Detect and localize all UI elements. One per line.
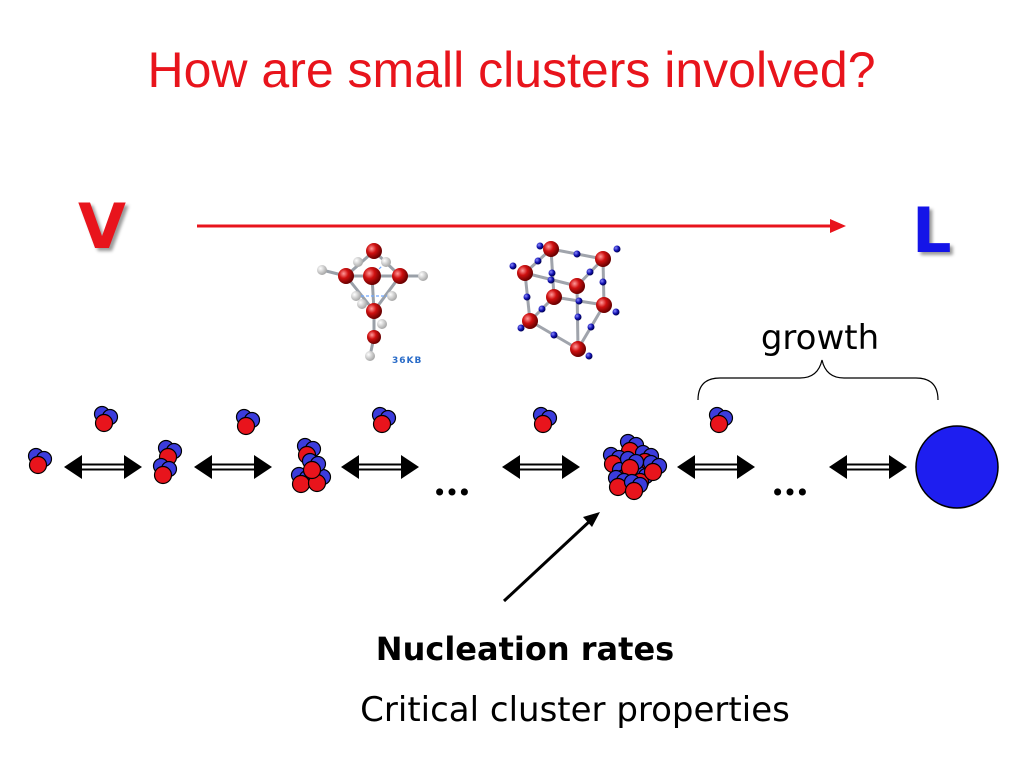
nucleation-rates-label: Nucleation rates <box>375 630 675 668</box>
image-size-watermark: 36KB <box>392 356 423 366</box>
equilibrium-arrow-icon <box>63 454 143 480</box>
water-hexamer-cage-icon <box>317 243 428 361</box>
equilibrium-arrow-icon <box>340 454 420 480</box>
dimer-cluster <box>152 439 183 485</box>
equilibrium-arrow-icon <box>676 454 756 480</box>
critical-cluster-pointer <box>502 512 600 603</box>
ellipsis-large-clusters: … <box>771 459 809 504</box>
incoming-monomer <box>93 405 119 433</box>
ellipsis-small-clusters: … <box>433 459 471 504</box>
incoming-monomer <box>532 406 558 434</box>
growth-label: growth <box>760 318 880 358</box>
liquid-droplet-icon <box>915 425 999 509</box>
incoming-monomer <box>371 406 397 434</box>
water-octamer-cube-icon <box>509 241 621 360</box>
critical-cluster-properties-label: Critical cluster properties <box>360 690 790 730</box>
incoming-monomer <box>708 406 734 434</box>
equilibrium-arrow-icon <box>193 454 273 480</box>
vapor-label: V <box>78 190 126 263</box>
slide-title: How are small clusters involved? <box>147 42 876 98</box>
growth-brace <box>697 359 939 401</box>
liquid-label: L <box>912 194 952 267</box>
equilibrium-arrow-icon <box>501 454 581 480</box>
tetramer-cluster <box>290 437 332 494</box>
monomer-cluster <box>27 447 53 475</box>
critical-cluster <box>602 433 668 501</box>
incoming-monomer <box>235 408 261 436</box>
transition-arrow <box>197 219 846 233</box>
equilibrium-arrow-icon <box>828 454 908 480</box>
